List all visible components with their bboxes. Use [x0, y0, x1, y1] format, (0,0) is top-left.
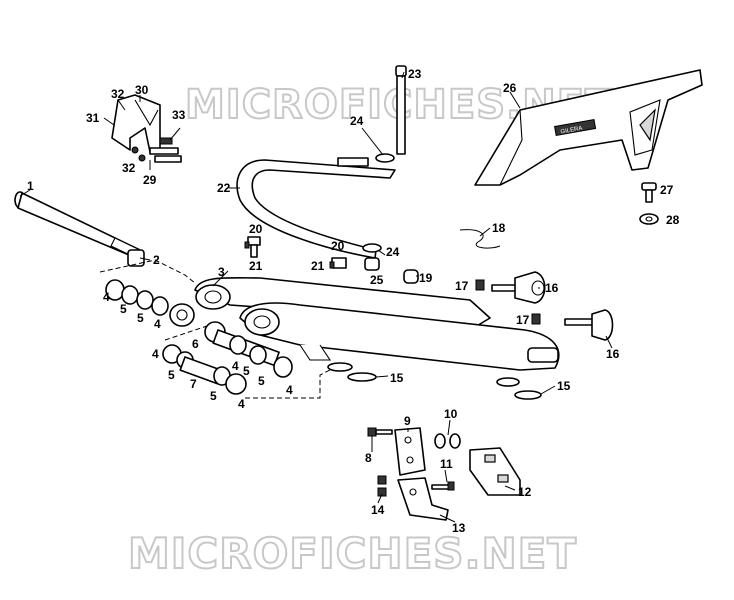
upper-bolt-left: [244, 236, 261, 258]
shock-bracket: [111, 94, 182, 163]
pivot-nut: [127, 249, 145, 267]
part-label: 22: [217, 181, 231, 195]
part-label: 5: [168, 368, 175, 382]
part-label: 1: [27, 179, 34, 193]
part-label: 4: [103, 290, 110, 304]
adjuster-upper: [475, 271, 546, 304]
guide-screws: [367, 427, 455, 497]
bolt-washer-top: [375, 153, 395, 163]
part-label: 17: [455, 279, 469, 293]
slider-pads-center: [327, 362, 377, 382]
bearing-stack-lower: [162, 344, 247, 395]
guide-block: [469, 447, 521, 496]
part-label: 14: [371, 503, 385, 517]
guide-plate-upper: [394, 427, 426, 476]
brand-sticker: [554, 119, 597, 136]
swingarm: [194, 276, 560, 371]
part-label: 17: [516, 313, 530, 327]
spring-clip: [459, 229, 501, 249]
chain-guard: GILERA: [474, 69, 703, 186]
part-labels: 1 2 3 4 4 4 4 4 4 5 5 5 5 5 5 6 7 8 9 10…: [27, 67, 680, 535]
part-label: 24: [386, 245, 400, 259]
brand-sticker-label: GILERA: [560, 126, 583, 136]
part-label: 32: [122, 161, 136, 175]
guide-plate-lower: [397, 477, 449, 521]
part-label: 24: [350, 114, 364, 128]
part-label: 29: [143, 173, 157, 187]
part-label: 4: [154, 317, 161, 331]
part-label: 19: [419, 271, 433, 285]
part-label: 10: [444, 407, 458, 421]
part-label: 4: [152, 347, 159, 361]
guard-screw: [641, 182, 657, 203]
spacer-19: [403, 269, 419, 284]
part-label: 33: [172, 108, 186, 122]
assembly-guide-upper: [99, 259, 196, 284]
part-label: 25: [370, 273, 384, 287]
part-label: 5: [210, 389, 217, 403]
watermark-bottom: MICROFICHES.NET: [128, 529, 577, 578]
adjuster-lower: [531, 309, 614, 341]
spacer-25: [364, 257, 380, 271]
part-label: 26: [503, 81, 517, 95]
upper-bolt-right: [329, 257, 347, 269]
part-label: 31: [86, 111, 100, 125]
part-label: 13: [452, 521, 466, 535]
guide-washers: [434, 433, 461, 449]
washer-24: [362, 243, 382, 253]
part-label: 6: [192, 337, 199, 351]
part-label: 28: [666, 213, 680, 227]
part-label: 5: [120, 302, 127, 316]
part-label: 5: [243, 364, 250, 378]
part-label: 5: [137, 311, 144, 325]
leader-lines: [19, 71, 613, 523]
long-bolt: [395, 65, 407, 155]
part-label: 18: [492, 221, 506, 235]
part-label: 32: [111, 87, 125, 101]
part-label: 30: [135, 83, 149, 97]
part-label: 16: [606, 347, 620, 361]
part-label: 20: [249, 222, 263, 236]
part-label: 21: [311, 259, 325, 273]
part-label: 5: [258, 374, 265, 388]
part-label: 9: [404, 414, 411, 428]
part-label: 11: [440, 457, 453, 471]
part-label: 15: [390, 371, 404, 385]
part-label: 4: [238, 397, 245, 411]
part-label: 4: [286, 383, 293, 397]
part-label: 4: [232, 359, 239, 373]
part-label: 16: [545, 281, 559, 295]
part-label: 3: [218, 265, 225, 279]
part-label: 15: [557, 379, 571, 393]
part-label: 2: [153, 253, 160, 267]
part-label: 21: [249, 259, 263, 273]
bearing-stack-upper: [105, 279, 195, 327]
bearing-stack-middle: [204, 321, 293, 378]
part-label: 23: [408, 67, 422, 81]
part-label: 8: [365, 451, 372, 465]
part-label: 7: [190, 377, 197, 391]
part-label: 20: [331, 239, 345, 253]
part-label: 27: [660, 183, 674, 197]
part-label: 12: [518, 485, 532, 499]
slider-pads-right: [496, 377, 542, 400]
pivot-axle: [14, 191, 141, 259]
